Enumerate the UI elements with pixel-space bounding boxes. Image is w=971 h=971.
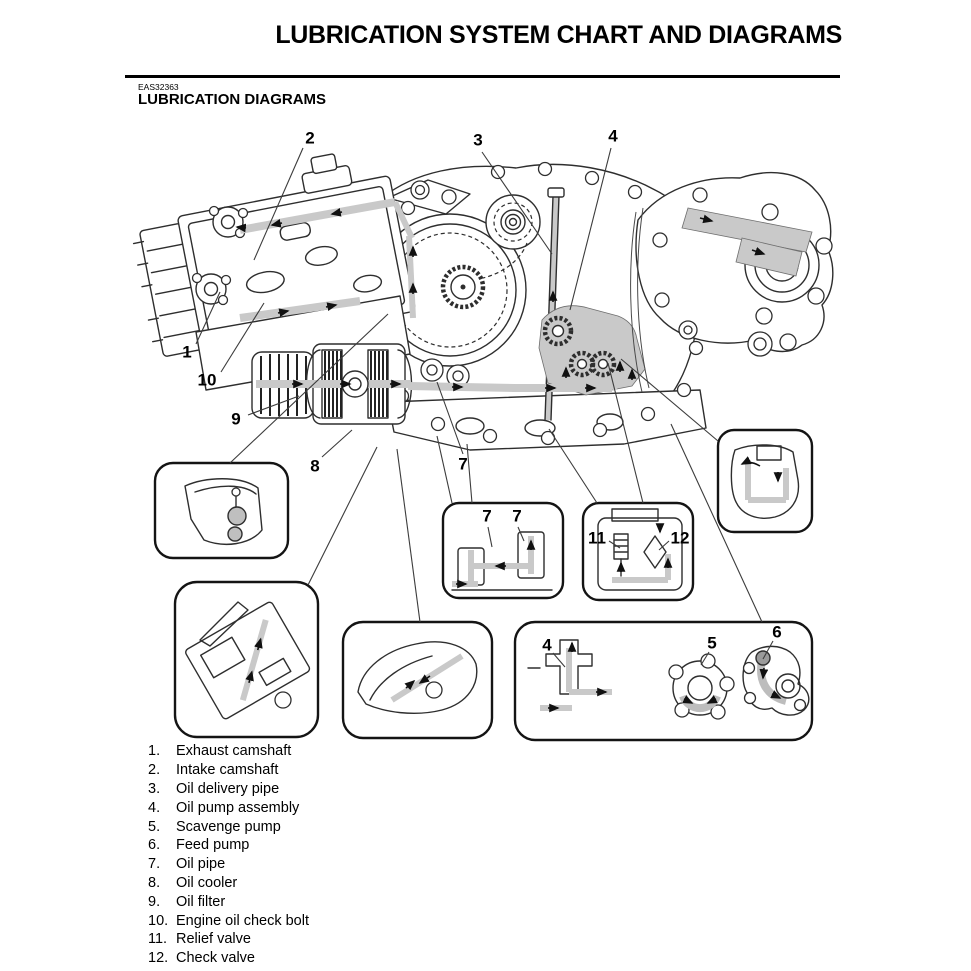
leader-lines (195, 147, 774, 668)
leader-line (195, 291, 221, 345)
callout-label: 2 (305, 128, 315, 148)
inset-head-passage-mid (341, 620, 494, 740)
legend-item-label: Oil delivery pipe (176, 780, 280, 797)
legend-item-label: Engine oil check bolt (176, 912, 309, 929)
leader-line (466, 443, 473, 504)
callout-label: 7 (458, 454, 468, 474)
legend-item: 5. Scavenge pump (148, 817, 309, 836)
legend-item-label: Check valve (176, 950, 255, 967)
leader-line (436, 435, 453, 504)
leader-line (321, 429, 353, 458)
callout-label: 1 (182, 342, 192, 362)
legend-item: 3. Oil delivery pipe (148, 780, 309, 799)
page-title: LUBRICATION SYSTEM CHART AND DIAGRAMS (275, 21, 842, 49)
legend-item-number: 2. (148, 762, 161, 779)
legend-item: 4. Oil pump assembly (148, 798, 309, 817)
legend-item-label: Oil pipe (176, 856, 226, 873)
inset-oil-pipe (441, 501, 565, 600)
legend-item-number: 3. (148, 780, 161, 797)
legend-item: 6. Feed pump (148, 836, 309, 855)
leader-line (658, 540, 670, 551)
callout-label: 7 (482, 506, 492, 526)
legend-item: 10. Engine oil check bolt (148, 911, 309, 930)
inset-valves (581, 501, 695, 602)
leader-line (396, 448, 421, 623)
leader-line (552, 652, 566, 668)
leader-line (569, 147, 612, 311)
leader-line (307, 446, 378, 586)
callout-label: 3 (473, 130, 483, 150)
callout-label: 11 (588, 528, 606, 548)
legend-item-label: Oil cooler (176, 874, 238, 891)
leader-line (670, 423, 763, 623)
callout-label: 4 (608, 126, 618, 146)
inset-transfer-passage (716, 428, 814, 534)
inset-check-bolt (153, 461, 290, 560)
callout-label: 9 (231, 409, 241, 429)
legend-item: 8. Oil cooler (148, 874, 309, 893)
leader-line (517, 526, 525, 542)
callout-label: 12 (670, 528, 690, 548)
legend-item-label: Relief valve (176, 931, 251, 948)
leader-line (608, 540, 621, 549)
legend-item: 12. Check valve (148, 949, 309, 968)
section-code: EAS32363 (138, 82, 179, 92)
leader-line (762, 640, 774, 660)
legend-item-number: 12. (148, 950, 169, 967)
oil-cooler (256, 343, 515, 425)
callout-label: 8 (310, 456, 320, 476)
legend-item-number: 10. (148, 912, 169, 929)
legend-item-number: 5. (148, 818, 161, 835)
legend-item-number: 4. (148, 799, 161, 816)
leader-line (548, 428, 598, 504)
leader-line (247, 395, 300, 416)
leader-line (700, 651, 710, 666)
legend-list: 1. Exhaust camshaft 2. Intake camshaft 3. Oil… (148, 742, 309, 968)
inset-boxes (153, 428, 814, 742)
section-heading: LUBRICATION DIAGRAMS (138, 91, 327, 108)
callout-label: 10 (197, 370, 217, 390)
legend-item: 1. Exhaust camshaft (148, 742, 309, 761)
leader-line (607, 362, 644, 504)
legend-item-label: Scavenge pump (176, 818, 281, 835)
cylinder-head-assembly (132, 153, 418, 391)
legend-item-label: Exhaust camshaft (176, 743, 292, 760)
leader-line (229, 313, 389, 464)
inset-pumps (513, 620, 814, 742)
legend-item: 11. Relief valve (148, 930, 309, 949)
leader-line (220, 302, 265, 373)
legend-item-number: 1. (148, 743, 161, 760)
callout-label: 5 (707, 633, 717, 653)
engine-line-art (132, 153, 834, 451)
legend-item: 2. Intake camshaft (148, 761, 309, 780)
leader-line (253, 147, 304, 261)
legend-item-number: 9. (148, 893, 161, 910)
callout-label: 6 (772, 622, 782, 642)
legend-item: 9. Oil filter (148, 892, 309, 911)
header-rule (125, 75, 840, 78)
callout-label: 4 (542, 635, 552, 655)
legend-item: 7. Oil pipe (148, 855, 309, 874)
leader-line (481, 151, 553, 255)
leader-line (487, 526, 493, 548)
legend-item-number: 7. (148, 856, 161, 873)
callout-label: 7 (512, 506, 522, 526)
right-crankcase-cover (630, 172, 834, 393)
legend-item-label: Intake camshaft (176, 762, 279, 779)
inset-head-passage-left (173, 580, 320, 739)
leader-line (620, 358, 719, 442)
legend-item-number: 6. (148, 837, 161, 854)
legend-item-number: 8. (148, 874, 161, 891)
leader-line (436, 381, 464, 455)
legend-item-label: Oil filter (176, 893, 226, 910)
legend-item-number: 11. (148, 931, 168, 948)
legend-item-label: Oil pump assembly (176, 799, 300, 816)
legend-item-label: Feed pump (176, 837, 250, 854)
